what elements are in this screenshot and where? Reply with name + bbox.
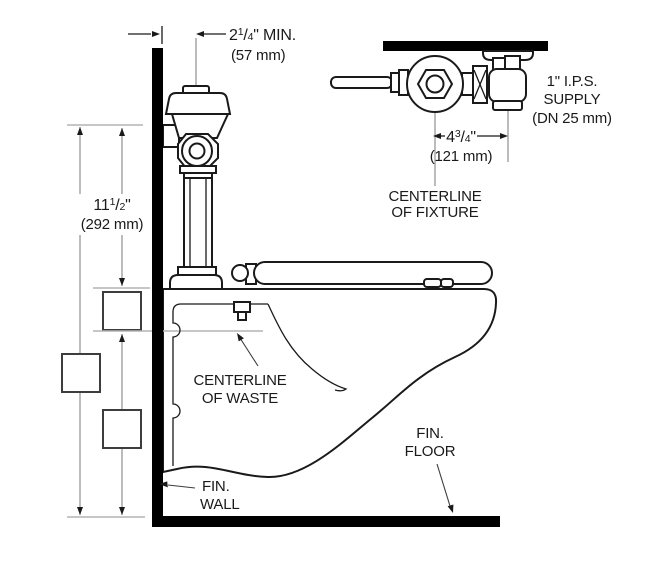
valve-body <box>170 113 230 139</box>
dim-label-mask <box>76 194 150 235</box>
valve-handle-grip <box>330 76 393 89</box>
bowl-outline <box>162 288 498 479</box>
arrowhead-down <box>77 507 83 515</box>
supply-elbow-body <box>488 68 527 103</box>
bowl-back-plate <box>172 303 268 466</box>
dim-valve-height-text: 111/2" <box>93 196 130 214</box>
arrowhead-up <box>119 128 125 136</box>
spud-bolt-nut <box>233 301 251 313</box>
callout-fin-floor: FIN. FLOOR <box>405 425 456 513</box>
dim-supply-offset-metric: (121 mm) <box>430 148 493 165</box>
arrowhead-left <box>196 31 204 37</box>
left-dimension-lines <box>61 127 142 515</box>
dimension-valve-height: 111/2" (292 mm) <box>76 194 150 235</box>
bowl-trapway-curve <box>267 303 348 392</box>
blank-dimension-box-bowl <box>102 291 142 331</box>
seat-bumper-right <box>440 278 454 288</box>
centerline-of-waste-line1: CENTERLINE <box>193 372 286 389</box>
spud-bolt-tip <box>237 311 247 321</box>
leader-line <box>167 484 196 489</box>
fin-floor-line1: FIN. <box>416 425 444 442</box>
leader-arrowhead <box>237 333 244 342</box>
blank-dimension-box-waste <box>102 409 142 449</box>
seat-bumper-left <box>423 278 442 288</box>
centerline-of-fixture-line1: CENTERLINE <box>388 188 481 205</box>
toilet-seat <box>231 261 493 288</box>
flush-pipe <box>183 177 213 269</box>
leader-arrowhead <box>159 481 168 488</box>
arrowhead-down <box>119 507 125 515</box>
leader-line <box>239 337 259 367</box>
arrowhead-left <box>433 133 441 139</box>
callout-centerline-of-waste: CENTERLINE OF WASTE <box>193 333 287 407</box>
reference-lines <box>67 26 197 518</box>
centerline-of-fixture-line2: OF FIXTURE <box>391 204 478 221</box>
supply-label-line2: SUPPLY <box>544 91 601 108</box>
blank-dimension-box-overall <box>61 353 101 393</box>
flush-valve-side-view <box>162 85 232 290</box>
arrowhead-up <box>77 127 83 135</box>
seat-hinge-ball <box>231 264 249 282</box>
leader-arrowhead <box>447 504 454 513</box>
dim-valve-height-metric: (292 mm) <box>81 216 144 233</box>
flush-valve-plan-view: 43/4" (121 mm) 1" I.P.S. SUPPLY (DN 25 m… <box>330 41 612 221</box>
valve-collar-upper <box>179 165 217 174</box>
dim-offset-metric: (57 mm) <box>231 47 286 64</box>
fin-wall-line2: WALL <box>200 496 240 513</box>
fin-wall-line1: FIN. <box>202 478 230 495</box>
valve-hub-inner-ring <box>188 142 206 160</box>
leader-line <box>436 463 451 507</box>
centerline-of-waste-line2: OF WASTE <box>202 390 278 407</box>
arrowhead-up <box>119 334 125 342</box>
supply-nut-right <box>504 55 521 71</box>
arrowhead-right <box>152 31 160 37</box>
dim-supply-offset-text: 43/4" <box>446 128 476 146</box>
spud-bell <box>169 274 223 290</box>
seat-top <box>253 261 493 285</box>
valve-hex-center <box>425 74 445 94</box>
arrowhead-down <box>119 278 125 286</box>
wall-bar-plan <box>383 41 548 51</box>
finished-wall-bar <box>152 48 163 527</box>
dim-offset-text: 21/4" MIN. <box>229 26 296 44</box>
fin-floor-line2: FLOOR <box>405 443 456 460</box>
supply-elbow-cap <box>492 100 523 111</box>
finished-floor-bar <box>152 516 500 527</box>
callout-fin-wall: FIN. WALL <box>159 478 240 513</box>
toilet-bowl-side-view <box>162 288 498 479</box>
arrowhead-right <box>500 133 508 139</box>
supply-label-line1: 1" I.P.S. <box>547 73 598 90</box>
supply-label-line3: (DN 25 mm) <box>532 110 612 127</box>
dimension-offset-min: 21/4" MIN. (57 mm) <box>128 26 296 64</box>
valve-cap-dome <box>164 92 232 115</box>
slip-nut-chamfer <box>473 69 487 100</box>
bowl-details <box>172 301 348 466</box>
spud-flange <box>177 266 217 276</box>
